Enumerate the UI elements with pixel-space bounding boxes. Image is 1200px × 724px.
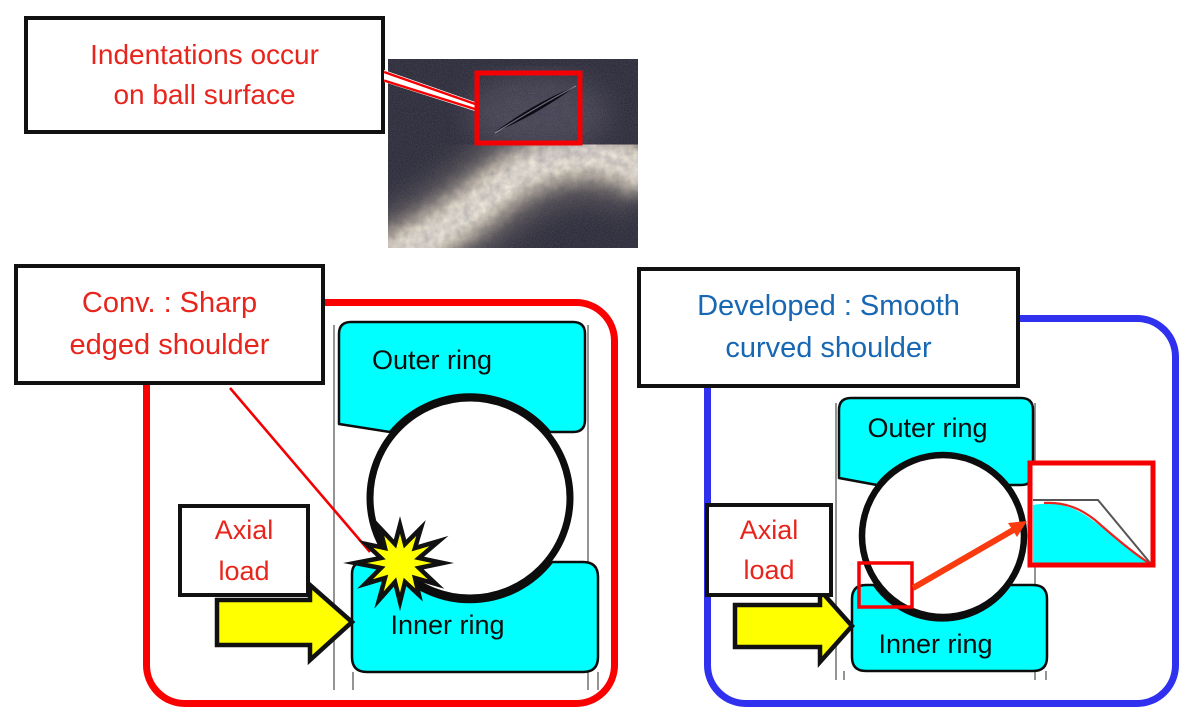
stress-starburst-icon bbox=[343, 516, 455, 612]
developed-title-line1: Developed : Smooth bbox=[697, 290, 960, 323]
right-inner-ring-label: Inner ring bbox=[878, 629, 993, 659]
left-axial-load-box: Axial load bbox=[178, 504, 310, 597]
inset-smooth-profile-line bbox=[1043, 501, 1150, 564]
developed-title-line2: curved shoulder bbox=[725, 331, 932, 364]
magnify-callout-arrowhead bbox=[1008, 521, 1027, 537]
shoulder-zoom-inset bbox=[1027, 460, 1156, 568]
developed-title-box: Developed : Smooth curved shoulder bbox=[637, 267, 1020, 388]
indentation-callout-line2: on ball surface bbox=[113, 79, 296, 110]
indentation-callout-box: Indentations occur on ball surface bbox=[24, 16, 385, 134]
ball-surface-micrograph bbox=[383, 59, 638, 248]
axial-load-label-line1: Axial bbox=[214, 515, 274, 545]
sharp-shoulder-leader-line bbox=[229, 387, 371, 553]
conventional-title-box: Conv. : Sharp edged shoulder bbox=[14, 264, 325, 385]
shoulder-highlight-rect bbox=[857, 561, 914, 609]
inset-smooth-shoulder-fill bbox=[1033, 503, 1151, 564]
axial-load-label-line2: load bbox=[218, 555, 270, 586]
inset-sharp-profile-line bbox=[1033, 499, 1152, 565]
axial-load-arrow bbox=[214, 580, 356, 666]
conventional-title-line2: edged shoulder bbox=[69, 328, 270, 361]
left-inner-ring-label: Inner ring bbox=[390, 610, 505, 640]
axial-load-label-line2: load bbox=[743, 555, 795, 585]
callout-pointer-edge bbox=[383, 70, 479, 107]
inset-border bbox=[1027, 460, 1156, 568]
axial-load-arrow bbox=[732, 584, 856, 668]
conventional-bearing-diagram bbox=[214, 320, 600, 690]
magnify-callout-arrow bbox=[911, 526, 1017, 591]
right-axial-load-box: Axial load bbox=[705, 503, 833, 597]
left-outer-ring-label: Outer ring bbox=[371, 345, 493, 375]
inner-ring-shape bbox=[850, 583, 1049, 673]
axial-load-label-line1: Axial bbox=[739, 514, 799, 545]
bearing-ball bbox=[858, 451, 1028, 621]
indentation-callout-line1: Indentations occur bbox=[90, 39, 319, 71]
outer-ring-shape bbox=[337, 320, 587, 434]
callout-pointer-edge bbox=[383, 79, 479, 112]
conventional-title-line1: Conv. : Sharp bbox=[81, 287, 258, 320]
conventional-panel-frame bbox=[143, 299, 618, 707]
developed-bearing-diagram bbox=[732, 396, 1156, 680]
indentation-highlight bbox=[494, 85, 577, 134]
indentation-highlight-rect bbox=[474, 70, 583, 146]
right-outer-ring-label: Outer ring bbox=[867, 413, 988, 443]
